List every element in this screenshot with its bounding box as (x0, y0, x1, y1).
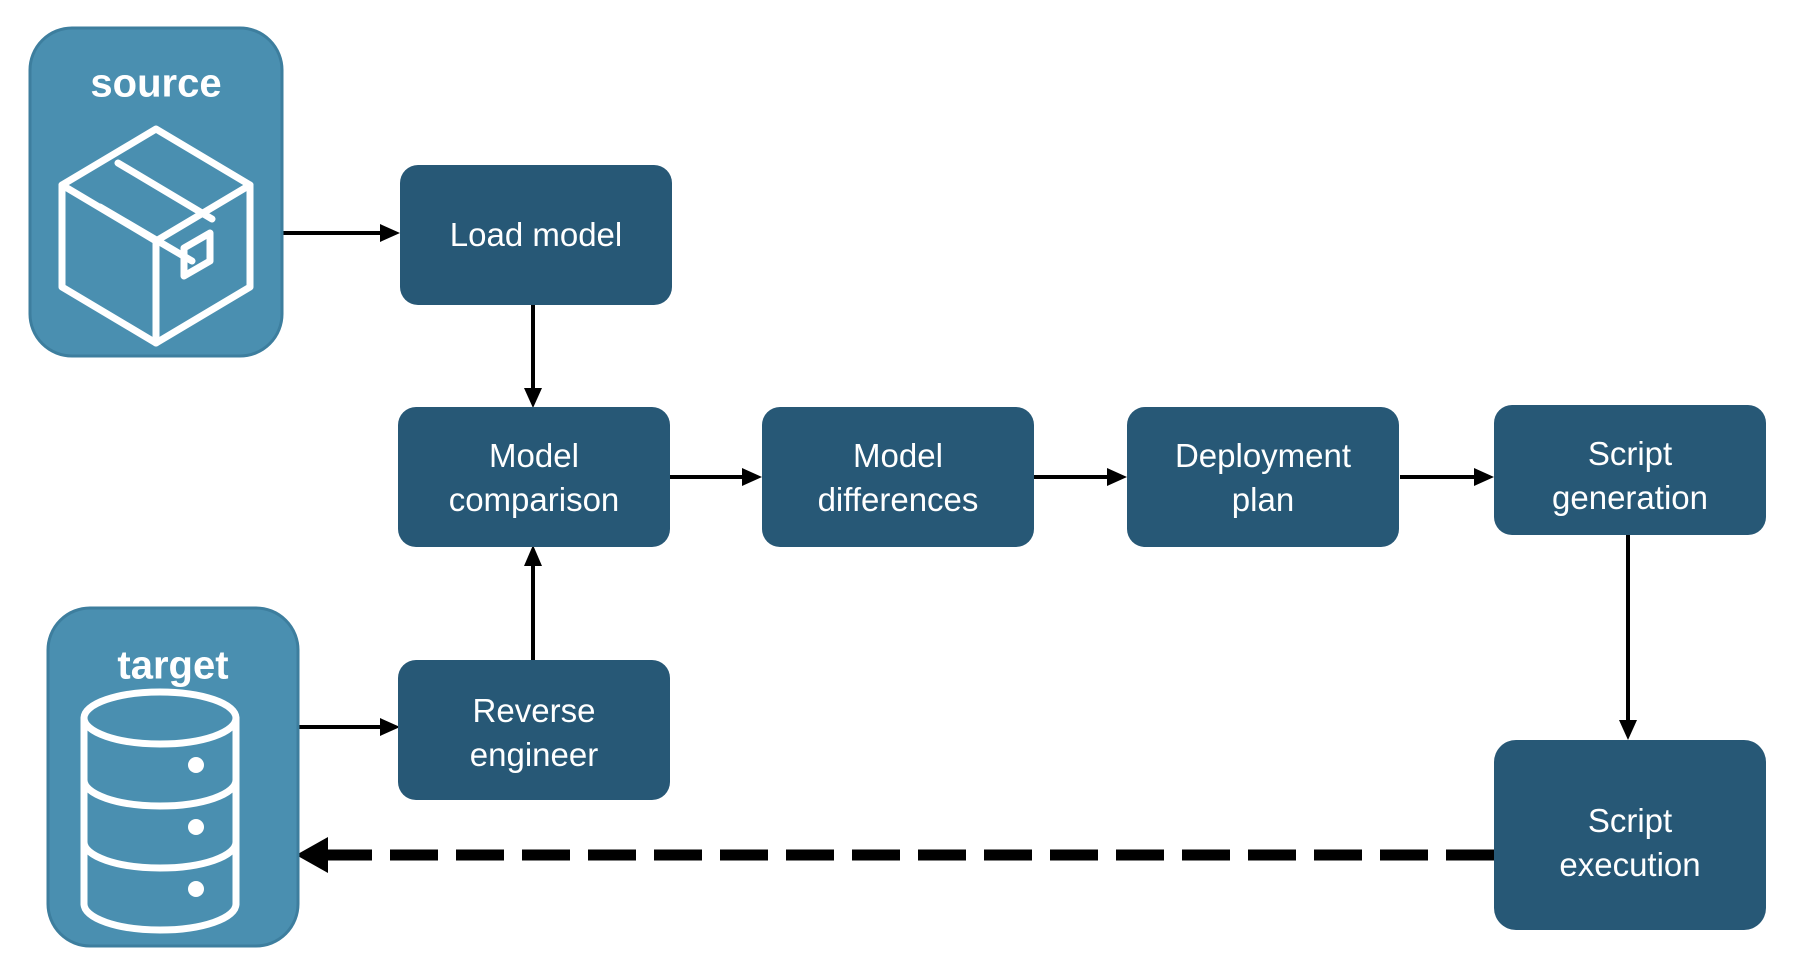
reverse-engineer-shape[interactable] (398, 660, 670, 800)
package-box-icon (58, 125, 254, 347)
load-model-label: Load model (450, 216, 622, 253)
model-comparison-label-line2: comparison (449, 481, 620, 518)
script-generation-label-line2: generation (1552, 479, 1708, 516)
node-model-differences[interactable]: Model differences (762, 407, 1034, 547)
script-execution-label-line1: Script (1588, 802, 1672, 839)
node-model-comparison[interactable]: Model comparison (398, 407, 670, 547)
edge-target-to-reverse-engineer (298, 718, 400, 736)
edge-source-to-load-model (282, 224, 400, 242)
edge-load-model-to-model-comparison (524, 305, 542, 408)
node-source[interactable]: source (28, 26, 284, 358)
edge-script-execution-to-target (296, 837, 1494, 873)
node-script-generation[interactable]: Script generation (1494, 405, 1766, 535)
script-generation-label-line1: Script (1588, 435, 1672, 472)
node-deployment-plan[interactable]: Deployment plan (1127, 407, 1399, 547)
node-load-model[interactable]: Load model (400, 165, 672, 305)
edge-model-comparison-to-model-differences (670, 468, 762, 486)
model-differences-label-line1: Model (853, 437, 943, 474)
script-generation-shape[interactable] (1494, 405, 1766, 535)
script-execution-label-line2: execution (1559, 846, 1700, 883)
model-differences-label-line2: differences (818, 481, 979, 518)
edge-model-differences-to-deployment-plan (1034, 468, 1127, 486)
script-execution-shape[interactable] (1494, 740, 1766, 930)
deployment-plan-label-line2: plan (1232, 481, 1294, 518)
load-model-shape[interactable] (400, 165, 672, 305)
edge-reverse-engineer-to-model-comparison (524, 545, 542, 660)
model-comparison-shape[interactable] (398, 407, 670, 547)
node-target[interactable]: target (46, 606, 300, 948)
reverse-engineer-label-line2: engineer (470, 736, 598, 773)
edge-script-generation-to-script-execution (1619, 534, 1637, 740)
deployment-plan-shape[interactable] (1127, 407, 1399, 547)
reverse-engineer-label-line1: Reverse (473, 692, 596, 729)
model-comparison-label-line1: Model (489, 437, 579, 474)
deployment-plan-label-line1: Deployment (1175, 437, 1351, 474)
target-node-label: target (117, 644, 228, 688)
source-node-label: source (90, 62, 221, 106)
source-node-shape[interactable] (28, 26, 284, 358)
node-script-execution[interactable]: Script execution (1494, 740, 1766, 930)
database-cylinder-icon (80, 688, 240, 934)
node-reverse-engineer[interactable]: Reverse engineer (398, 660, 670, 800)
edge-deployment-plan-to-script-generation (1400, 468, 1494, 486)
model-differences-shape[interactable] (762, 407, 1034, 547)
